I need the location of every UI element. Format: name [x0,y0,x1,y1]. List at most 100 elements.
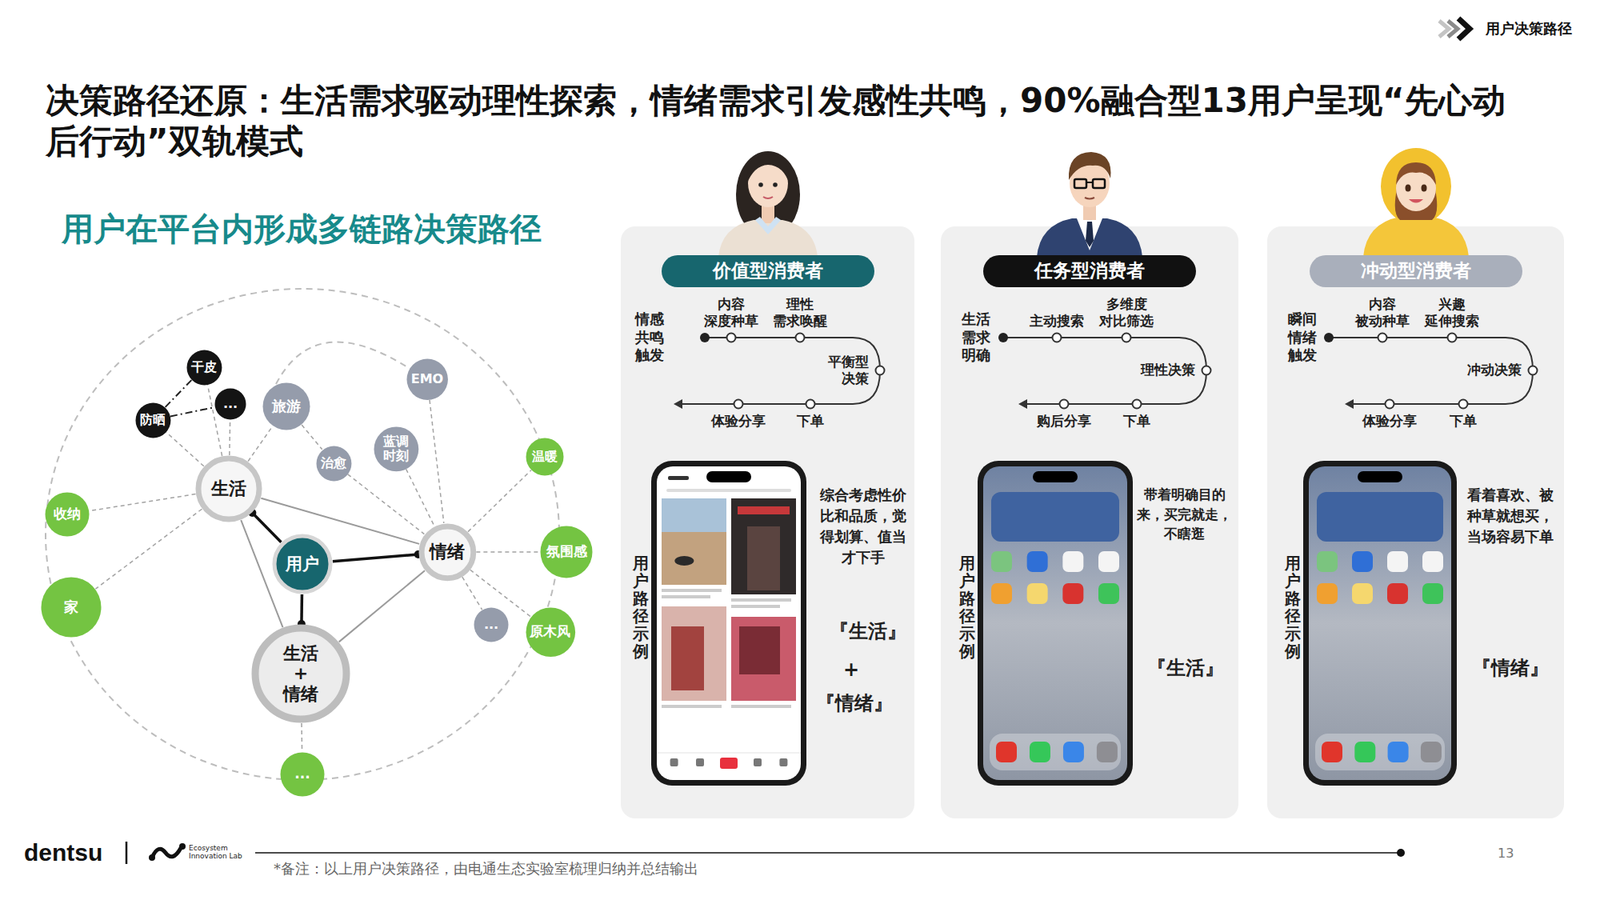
topic-circle: EMO [406,358,448,400]
page-number: 13 [1497,845,1514,861]
circle-outline [274,536,331,592]
flow-step: 兴趣 延伸搜索 [1424,296,1480,331]
feed-image [739,626,780,675]
link-line [170,407,215,416]
avatar-eye [1404,184,1411,192]
topic-label: 生活 + 情绪 [283,643,319,704]
chevron-icon [1439,20,1449,37]
circle-outline [186,349,222,385]
flow-start: 生活 需求 明确 [961,310,991,365]
app-icon [1316,551,1338,572]
topic-label: 干皮 [191,360,217,375]
app-icon [1387,551,1408,572]
flow-step-dot [1122,333,1132,343]
dock-icon [1354,741,1376,763]
link-line [165,380,192,408]
card-description: 看着喜欢、被 种草就想买， 当场容易下单 [1464,484,1556,548]
network-arc [276,342,412,384]
feed-image [671,626,704,691]
divider-bar [125,841,128,864]
persona-card: 情感 共鸣 触发内容 深度种草理性 需求唤醒平衡型 决策下单体验分享用户路径示例… [620,226,915,819]
avatar-illustration [1025,136,1154,257]
feed-text-bar [661,588,722,592]
flow-step: 体验分享 [711,412,766,430]
flow-path [1328,337,1533,404]
topic-label: 原木风 [529,624,571,640]
topic-label: 蓝调 时刻 [383,434,409,464]
link-line [301,424,322,450]
app-icon [1422,583,1444,604]
app-icon [991,583,1012,604]
avatar-glasses [1092,179,1105,188]
link-line [228,420,231,456]
circle-outline [316,445,352,481]
link-line [248,426,273,462]
lab-logo-mark [152,848,181,858]
topic-circle: 氛围感 [540,525,593,579]
persona-pill: 价值型消费者 [661,255,875,288]
avatar-hair [745,154,789,185]
circle-outline [215,388,247,420]
topic-circle: ... [280,752,325,797]
app-icon [1422,551,1444,572]
feed-image [747,526,780,591]
feed-image [661,498,727,532]
persona-pill: 冲动型消费者 [1309,255,1523,288]
flow-decision: 冲动决策 [1467,361,1522,379]
circle-outline [41,577,102,638]
dynamic-island [1032,471,1078,483]
avatar-illustration [1352,136,1480,257]
flow-step: 购后分享 [1036,412,1092,430]
flow-step: 内容 深度种草 [704,296,759,331]
flow-start: 瞬间 情绪 触发 [1288,310,1317,365]
type-tag: 『情绪』 [1472,656,1549,680]
topic-label: 治愈 [320,456,347,471]
flow-decision: 理性决策 [1140,361,1196,379]
flow-arrowhead [1344,399,1354,409]
flow-step-dot [1448,333,1457,343]
link-line [89,494,196,512]
link-line [260,498,420,544]
type-tag: 『情绪』 [816,691,893,716]
app-icon [1316,583,1338,604]
dock-icon [1096,741,1118,763]
flow-arrowhead [1018,399,1028,409]
flow-path [1003,337,1207,404]
flow-step-dot [876,366,885,376]
topic-label: ... [294,766,310,783]
link-line [462,576,483,610]
flow-step: 多维度 对比筛选 [1099,296,1154,331]
avatar-tie [1085,221,1094,248]
feed-text-bar [731,704,792,708]
network-boundary [45,288,560,780]
app-icon [1027,551,1048,572]
type-tag: + [843,657,860,682]
avatar-eye [1420,184,1427,192]
card-description: 带着明确目的 来，买完就走， 不瞎逛 [1136,484,1234,544]
circle-outline [421,526,474,579]
topic-label: ... [484,617,499,632]
avatar-body [1036,218,1143,257]
flow-step-dot [796,333,805,343]
topic-circle: 用户 [272,533,333,595]
app-icon [1062,583,1084,604]
pill-label: 任务型消费者 [1034,259,1145,284]
feed-image [731,498,796,595]
pill-label: 价值型消费者 [712,259,824,284]
flow-step: 体验分享 [1362,412,1417,430]
dock-icon [1388,741,1409,763]
app-icon [1352,583,1373,604]
app-icon [1387,583,1408,604]
topic-label: 氛围感 [546,544,588,560]
flow-step-dot [1528,366,1538,376]
app-icon [1352,551,1373,572]
dock-icon [996,741,1017,763]
circle-outline [526,438,564,476]
flow-step-dot [1202,366,1212,376]
link-line [339,570,425,642]
vertical-caption: 用户路径示例 [1284,554,1301,660]
topic-circle: 旅游 [262,382,311,431]
pill-label: 冲动型消费者 [1360,259,1472,284]
footer-rule-dot [1396,848,1405,857]
topic-circle: 生活 + 情绪 [251,624,351,724]
